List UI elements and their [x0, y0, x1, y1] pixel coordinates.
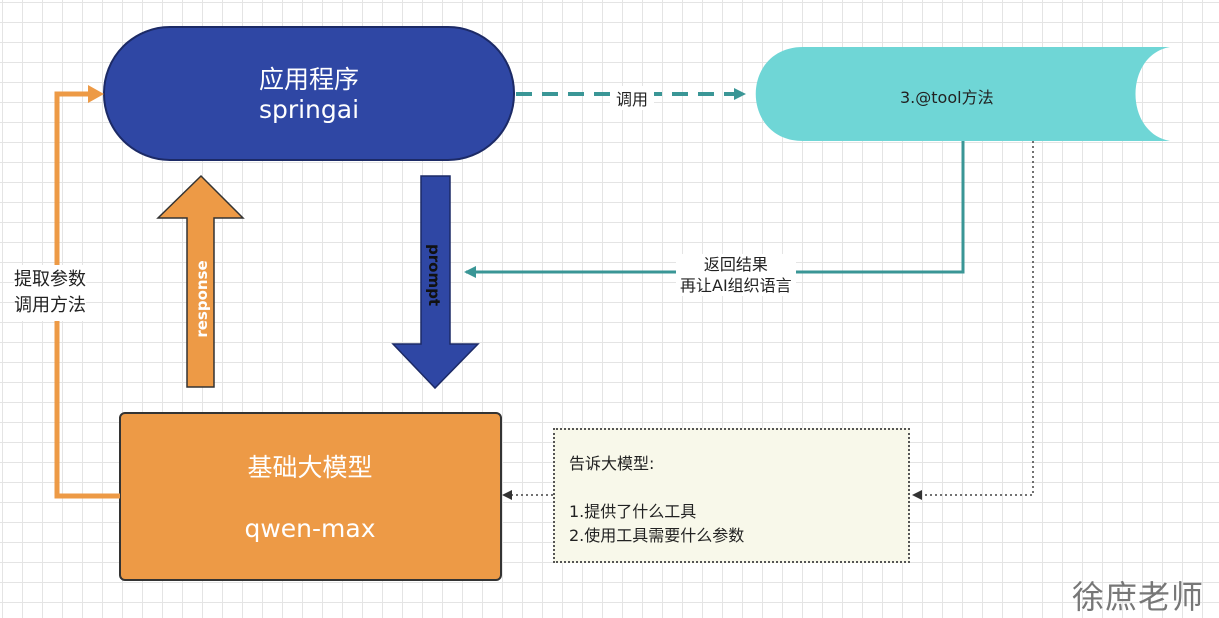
tool-node — [755, 47, 1170, 141]
call-arrow-label: 调用 — [610, 86, 655, 110]
return-arrow-label: 返回结果 再让AI组织语言 — [676, 254, 796, 296]
left-label-line1: 提取参数 — [14, 269, 86, 290]
left-label-line2: 调用方法 — [14, 295, 86, 316]
model-node-title: 基础大模型 — [247, 453, 373, 482]
response-arrow-label: response — [193, 260, 211, 338]
app-node-subtitle: springai — [258, 95, 360, 124]
extract-params-label: 提取参数 调用方法 — [14, 265, 86, 321]
prompt-arrow — [391, 175, 480, 390]
app-node — [103, 26, 515, 161]
tool-to-note-arrow — [912, 141, 1034, 500]
return-label-line2: 再让AI组织语言 — [680, 276, 792, 295]
app-node-title: 应用程序 — [258, 65, 359, 94]
note-box: 告诉大模型: 1.提供了什么工具 2.使用工具需要什么参数 — [553, 428, 910, 563]
note-line3: 2.使用工具需要什么参数 — [569, 526, 745, 545]
prompt-arrow-label: prompt — [425, 244, 443, 306]
note-spacer — [569, 476, 894, 500]
extract-params-arrowhead — [88, 85, 104, 103]
return-arrow — [464, 141, 965, 278]
response-arrow — [156, 174, 245, 388]
model-node — [119, 412, 502, 581]
note-line2: 1.提供了什么工具 — [569, 502, 697, 521]
tool-node-label: 3.@tool方法 — [900, 88, 994, 107]
return-label-line1: 返回结果 — [703, 255, 768, 274]
watermark: 徐庶老师 — [1072, 578, 1205, 616]
note-line1: 告诉大模型: — [569, 454, 655, 473]
model-node-subtitle: qwen-max — [244, 514, 376, 543]
